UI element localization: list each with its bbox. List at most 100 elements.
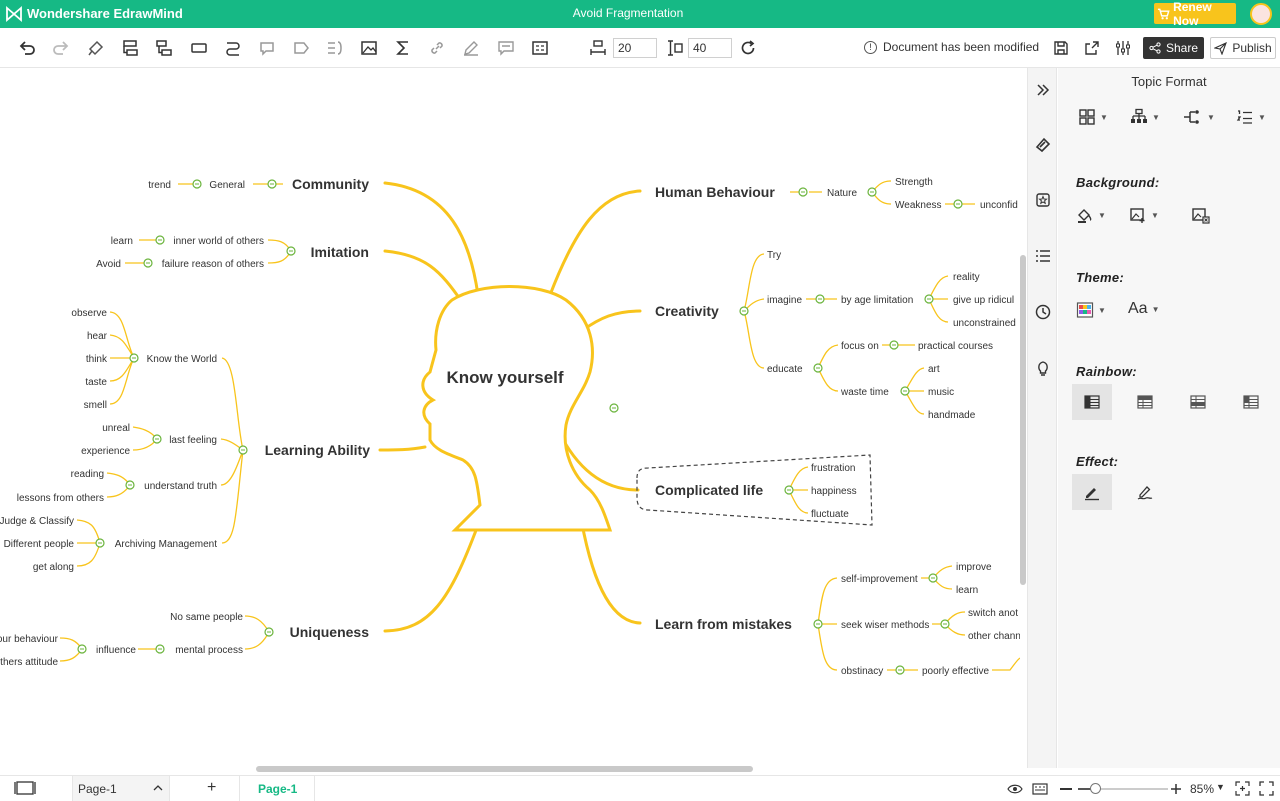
topic-uniqueness[interactable]: Uniqueness bbox=[290, 624, 370, 640]
subtopic[interactable]: educate bbox=[767, 364, 803, 375]
zoom-level[interactable]: 85% bbox=[1190, 782, 1215, 796]
subtopic[interactable]: switch anot bbox=[968, 608, 1018, 619]
subtopic[interactable]: understand truth bbox=[144, 481, 217, 492]
page-view-icon[interactable] bbox=[14, 781, 36, 800]
subtopic[interactable]: inner world of others bbox=[173, 236, 264, 247]
page-tab-active[interactable]: Page-1 bbox=[239, 776, 315, 801]
subtopic[interactable]: frustration bbox=[811, 463, 855, 474]
subtopic[interactable]: Nature bbox=[827, 188, 857, 199]
central-topic-label[interactable]: Know yourself bbox=[446, 368, 563, 387]
rainbow-option-2[interactable] bbox=[1125, 384, 1165, 420]
theme-font-dropdown[interactable]: Aa▼ bbox=[1128, 300, 1160, 318]
rainbow-option-1[interactable] bbox=[1072, 384, 1112, 420]
subtopic[interactable]: General bbox=[209, 180, 245, 191]
subtopic[interactable]: by age limitation bbox=[841, 295, 913, 306]
mindmap[interactable]: Know yourself bbox=[0, 68, 1020, 768]
fill-color-dropdown[interactable]: ▼ bbox=[1076, 206, 1106, 224]
subtopic[interactable]: focus on bbox=[841, 341, 879, 352]
relationship-icon[interactable] bbox=[222, 37, 244, 59]
head-silhouette[interactable] bbox=[421, 285, 613, 532]
subtopic[interactable]: fluctuate bbox=[811, 509, 849, 520]
image-icon[interactable] bbox=[358, 37, 380, 59]
vertical-scrollbar[interactable] bbox=[1020, 255, 1026, 585]
subtopic[interactable]: poorly effective bbox=[922, 666, 990, 677]
subtopic[interactable]: taste bbox=[85, 377, 107, 388]
publish-button[interactable]: Publish bbox=[1210, 37, 1276, 59]
subtopic[interactable]: unconfid bbox=[980, 200, 1018, 211]
subtopic[interactable]: No same people bbox=[170, 612, 243, 623]
subtopic[interactable]: learn bbox=[111, 236, 133, 247]
subtopic[interactable]: last feeling bbox=[169, 435, 217, 446]
boundary-icon[interactable] bbox=[290, 37, 312, 59]
subtopic[interactable]: influence bbox=[96, 645, 136, 656]
subtopic[interactable]: give up ridicul bbox=[953, 295, 1014, 306]
subtopic[interactable]: our behaviour bbox=[0, 634, 59, 645]
export-icon[interactable] bbox=[1081, 37, 1103, 59]
note-icon[interactable] bbox=[460, 37, 482, 59]
topic-learn-from-mistakes[interactable]: Learn from mistakes bbox=[655, 616, 792, 632]
subtopic[interactable]: Avoid bbox=[96, 259, 121, 270]
clipart-icon[interactable] bbox=[1033, 190, 1053, 210]
subtopic[interactable]: unreal bbox=[102, 423, 130, 434]
vertical-spacing-input[interactable]: 40 bbox=[688, 38, 732, 58]
subtopic[interactable]: Different people bbox=[4, 539, 75, 550]
settings-sliders-icon[interactable] bbox=[1112, 37, 1134, 59]
subtopic[interactable]: Weakness bbox=[895, 200, 942, 211]
idea-bulb-icon[interactable] bbox=[1033, 358, 1053, 378]
eye-icon[interactable] bbox=[1007, 782, 1023, 800]
layout-dropdown[interactable]: ▼ bbox=[1078, 105, 1108, 129]
topic-imitation[interactable]: Imitation bbox=[311, 244, 369, 260]
keyboard-icon[interactable] bbox=[1032, 782, 1048, 800]
hyperlink-icon[interactable] bbox=[426, 37, 448, 59]
topic-human-behaviour[interactable]: Human Behaviour bbox=[655, 184, 775, 200]
subtopic[interactable]: music bbox=[928, 387, 954, 398]
subtopic[interactable]: practical courses bbox=[918, 341, 993, 352]
add-page-button[interactable]: + bbox=[207, 779, 217, 796]
format-painter-icon[interactable] bbox=[85, 37, 107, 59]
fit-page-icon[interactable] bbox=[1235, 781, 1250, 801]
callout-icon[interactable] bbox=[256, 37, 278, 59]
subtopic[interactable]: Archiving Management bbox=[115, 539, 217, 550]
subtopic[interactable]: waste time bbox=[840, 387, 889, 398]
subtopic[interactable]: seek wiser methods bbox=[841, 620, 929, 631]
subtopic[interactable]: observe bbox=[71, 308, 107, 319]
subtopic[interactable]: obstinacy bbox=[841, 666, 883, 677]
effect-handdrawn-button[interactable] bbox=[1125, 474, 1165, 510]
subtopic[interactable]: reality bbox=[953, 272, 980, 283]
history-icon[interactable] bbox=[1033, 302, 1053, 322]
remove-background-button[interactable] bbox=[1191, 206, 1211, 224]
subtopic[interactable]: Try bbox=[767, 250, 781, 261]
topic-learning-ability[interactable]: Learning Ability bbox=[265, 442, 370, 458]
rainbow-option-3[interactable] bbox=[1178, 384, 1218, 420]
refresh-icon[interactable] bbox=[737, 37, 759, 59]
formula-icon[interactable] bbox=[392, 37, 414, 59]
subtopic[interactable]: think bbox=[86, 354, 108, 365]
zoom-out-icon[interactable] bbox=[1060, 788, 1072, 790]
subtopic[interactable]: Judge & Classify bbox=[0, 516, 74, 527]
topic-creativity[interactable]: Creativity bbox=[655, 303, 719, 319]
theme-color-dropdown[interactable]: ▼ bbox=[1076, 301, 1106, 319]
subtopic[interactable]: Strength bbox=[895, 177, 933, 188]
add-topic-icon[interactable] bbox=[119, 37, 141, 59]
chevron-down-icon[interactable]: ▼ bbox=[1216, 782, 1225, 792]
subtopic[interactable]: experience bbox=[81, 446, 130, 457]
topic-community[interactable]: Community bbox=[292, 176, 369, 192]
subtopic[interactable]: happiness bbox=[811, 486, 857, 497]
subtopic[interactable]: self-improvement bbox=[841, 574, 918, 585]
boundary-complicated-life[interactable] bbox=[636, 454, 873, 526]
collapse-panel-icon[interactable] bbox=[1033, 80, 1053, 100]
redo-icon[interactable] bbox=[50, 37, 72, 59]
subtopic[interactable]: imagine bbox=[767, 295, 802, 306]
subtopic[interactable]: trend bbox=[148, 180, 171, 191]
connector-dropdown[interactable]: ▼ bbox=[1183, 105, 1215, 129]
subtopic[interactable]: learn bbox=[956, 585, 978, 596]
undo-icon[interactable] bbox=[16, 37, 38, 59]
topic-complicated-life[interactable]: Complicated life bbox=[655, 482, 763, 498]
subtopic[interactable]: get along bbox=[33, 562, 74, 573]
summary-icon[interactable] bbox=[324, 37, 346, 59]
subtopic[interactable]: hear bbox=[87, 331, 108, 342]
horizontal-spacing-input[interactable]: 20 bbox=[613, 38, 657, 58]
subtopic[interactable]: others attitude bbox=[0, 657, 58, 668]
outline-list-icon[interactable] bbox=[1033, 246, 1053, 266]
page-tab-selector[interactable]: Page-1 bbox=[72, 776, 170, 801]
